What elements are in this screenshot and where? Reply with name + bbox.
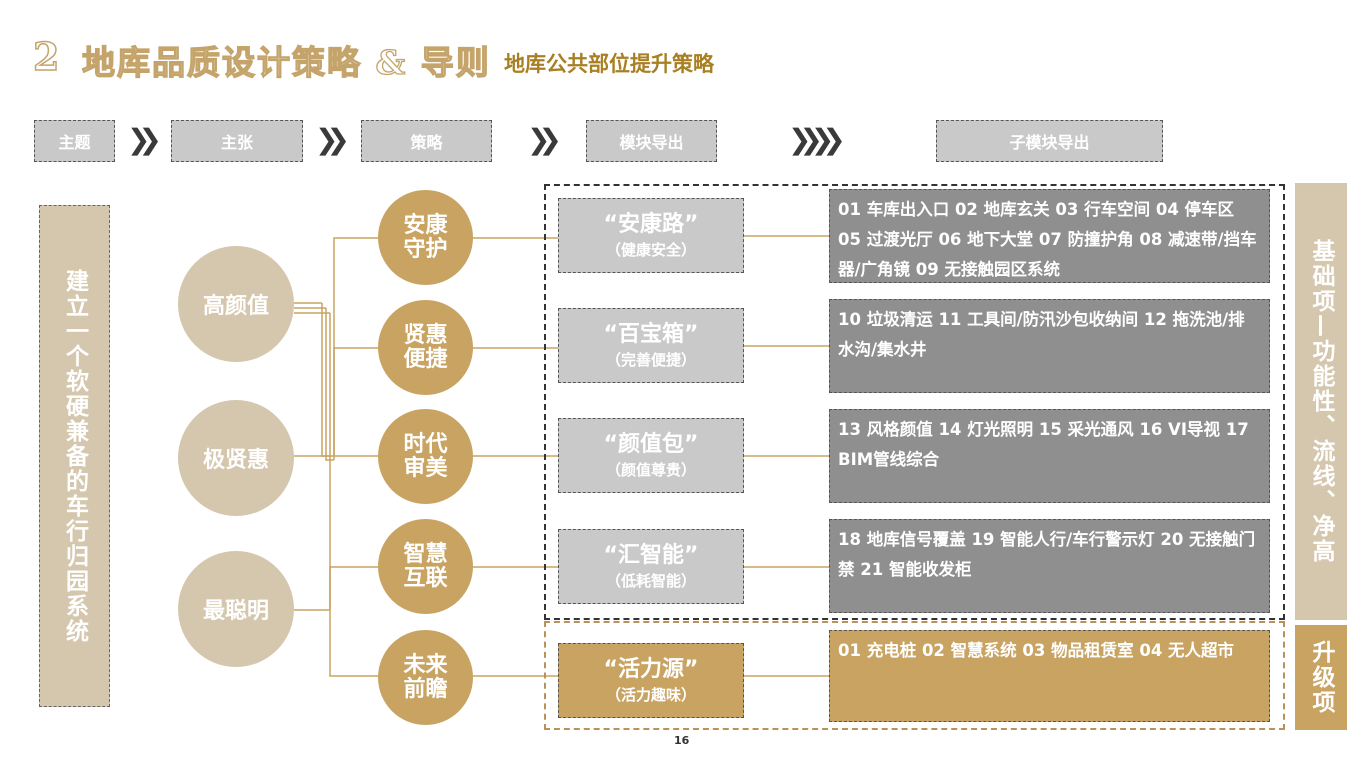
header-theme: 主题	[34, 120, 115, 162]
strategy-3: 时代 审美	[378, 409, 473, 504]
strategy-line: 智慧	[403, 541, 448, 567]
strategy-4: 智慧 互联	[378, 519, 473, 614]
header-claim: 主张	[171, 120, 303, 162]
module-name: “安康路”	[603, 211, 699, 237]
basic-items-text: 基础项—功能性、流线、净高	[1308, 239, 1334, 564]
module-name: “百宝箱”	[603, 321, 699, 347]
upgrade-group-outline	[544, 621, 1285, 730]
page-subtitle: 地库公共部位提升策略	[504, 52, 714, 76]
strategy-line: 便捷	[403, 346, 448, 372]
strategy-2: 贤惠 便捷	[378, 300, 473, 395]
module-sub: （健康安全）	[605, 240, 696, 259]
claim-high-looks: 高颜值	[178, 246, 294, 362]
strategy-line: 互联	[403, 565, 448, 591]
theme-box: 建立一个软硬兼备的车行归园系统	[39, 205, 110, 707]
submodule-2: 10 垃圾清运 11 工具间/防汛沙包收纳间 12 拖洗池/排水沟/集水井	[829, 299, 1270, 393]
header-submodule: 子模块导出	[936, 120, 1163, 162]
strategy-line: 守护	[403, 236, 448, 262]
module-sub: （完善便捷）	[605, 350, 696, 369]
submodule-5: 01 充电桩 02 智慧系统 03 物品租赁室 04 无人超市	[829, 630, 1270, 722]
claim-virtuous: 极贤惠	[178, 400, 294, 516]
strategy-line: 时代	[403, 431, 448, 457]
submodule-1: 01 车库出入口 02 地库玄关 03 行车空间 04 停车区 05 过渡光厅 …	[829, 189, 1270, 283]
strategy-line: 前瞻	[403, 676, 448, 702]
module-name: “汇智能”	[603, 542, 699, 568]
module-3: “颜值包” （颜值尊贵）	[558, 418, 744, 493]
module-5: “活力源” （活力趣味）	[558, 643, 744, 718]
submodule-3: 13 风格颜值 14 灯光照明 15 采光通风 16 VI导视 17 BIM管线…	[829, 409, 1270, 503]
strategy-line: 安康	[403, 212, 448, 238]
strategy-line: 审美	[403, 455, 448, 481]
theme-text: 建立一个软硬兼备的车行归园系统	[61, 268, 88, 644]
upgrade-items-text: 升级项	[1308, 640, 1334, 715]
strategy-5: 未来 前瞻	[378, 630, 473, 725]
claim-smartest: 最聪明	[178, 551, 294, 667]
header-strategy: 策略	[361, 120, 492, 162]
module-4: “汇智能” （低耗智能）	[558, 529, 744, 604]
basic-items-label: 基础项—功能性、流线、净高	[1295, 183, 1347, 620]
module-name: “颜值包”	[603, 431, 699, 457]
module-name: “活力源”	[603, 656, 699, 682]
module-sub: （低耗智能）	[605, 571, 696, 590]
module-2: “百宝箱” （完善便捷）	[558, 308, 744, 383]
page-title: 地库品质设计策略 & 导则	[81, 42, 491, 82]
module-sub: （颜值尊贵）	[605, 460, 696, 479]
module-1: “安康路” （健康安全）	[558, 198, 744, 273]
page-number: 16	[674, 734, 690, 747]
strategy-line: 未来	[403, 652, 448, 678]
section-number: 2	[32, 33, 60, 80]
strategy-1: 安康 守护	[378, 190, 473, 285]
module-sub: （活力趣味）	[605, 685, 696, 704]
basic-group-outline	[544, 184, 1285, 620]
header-module: 模块导出	[586, 120, 717, 162]
submodule-4: 18 地库信号覆盖 19 智能人行/车行警示灯 20 无接触门禁 21 智能收发…	[829, 519, 1270, 613]
strategy-line: 贤惠	[403, 322, 448, 348]
upgrade-items-label: 升级项	[1295, 625, 1347, 730]
